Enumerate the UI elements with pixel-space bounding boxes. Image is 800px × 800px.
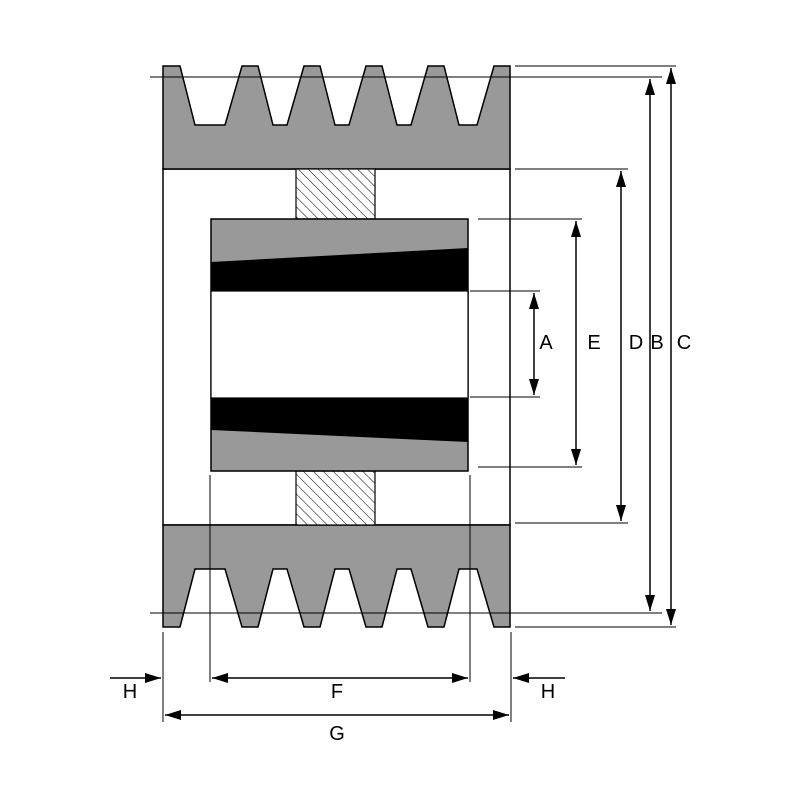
label-G: G	[329, 723, 345, 745]
label-F: F	[331, 681, 343, 703]
label-D: D	[629, 332, 643, 354]
hatched-web-top	[295, 168, 376, 220]
label-H-right: H	[541, 681, 555, 703]
taper-band-top	[211, 248, 468, 291]
taper-band-bottom	[211, 398, 468, 442]
bottom-grooved-rim	[162, 524, 511, 628]
hatched-web-bottom	[295, 470, 376, 526]
label-E: E	[587, 332, 600, 354]
label-H-left: H	[123, 681, 137, 703]
label-C: C	[677, 332, 691, 354]
label-B: B	[650, 332, 663, 354]
top-grooved-rim	[162, 65, 511, 170]
bore	[210, 290, 469, 399]
extension-lines	[150, 65, 676, 722]
dimension-lines	[110, 68, 676, 720]
label-A: A	[539, 332, 553, 354]
